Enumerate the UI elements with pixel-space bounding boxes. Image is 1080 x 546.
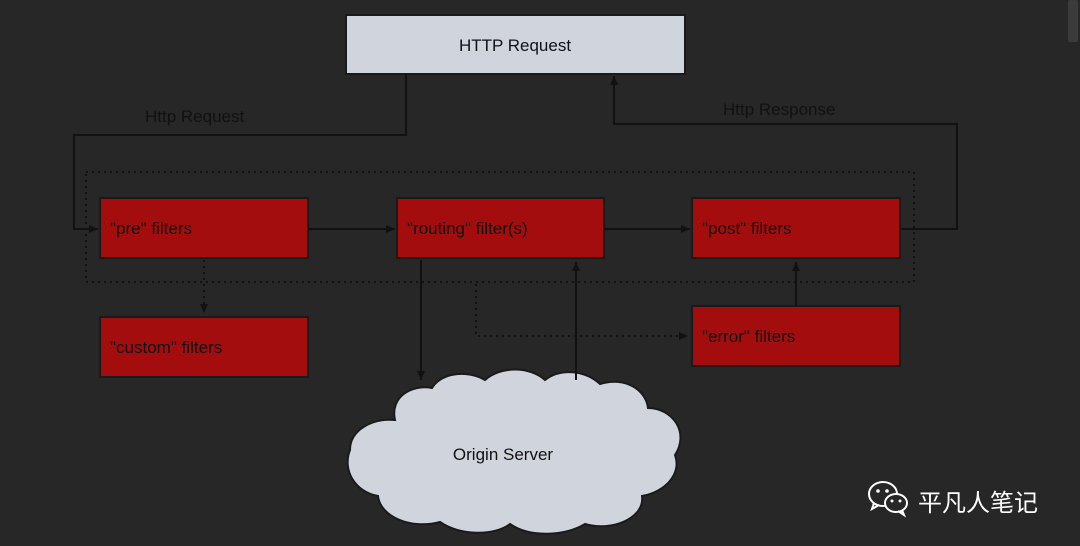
scrollbar[interactable] bbox=[1068, 0, 1078, 42]
post-filters-label: "post" filters bbox=[702, 219, 792, 238]
pre-filters-box: "pre" filters bbox=[99, 197, 309, 259]
pre-filters-label: "pre" filters bbox=[110, 219, 192, 238]
routing-filters-label: "routing" filter(s) bbox=[407, 219, 528, 238]
edge-group-to-error bbox=[475, 284, 688, 340]
edge-request-label: Http Request bbox=[145, 107, 244, 126]
http-request-box: HTTP Request bbox=[345, 14, 686, 75]
edge-request-to-pre bbox=[73, 74, 407, 233]
origin-server-cloud: Origin Server bbox=[346, 368, 682, 535]
watermark-text: 平凡人笔记 bbox=[918, 488, 1038, 517]
http-request-box-label: HTTP Request bbox=[459, 36, 571, 55]
origin-server-label: Origin Server bbox=[453, 445, 553, 464]
watermark: 平凡人笔记 bbox=[866, 480, 1038, 520]
filter-group-outline bbox=[85, 171, 915, 283]
wechat-icon bbox=[866, 478, 910, 523]
routing-filters-box: "routing" filter(s) bbox=[396, 197, 605, 259]
error-filters-box: "error" filters bbox=[691, 305, 901, 367]
custom-filters-box: "custom" filters bbox=[99, 316, 309, 378]
custom-filters-label: "custom" filters bbox=[110, 338, 222, 357]
edge-post-to-response bbox=[610, 76, 958, 230]
post-filters-box: "post" filters bbox=[691, 197, 901, 259]
error-filters-label: "error" filters bbox=[702, 327, 795, 346]
edge-response-label: Http Response bbox=[723, 100, 835, 119]
